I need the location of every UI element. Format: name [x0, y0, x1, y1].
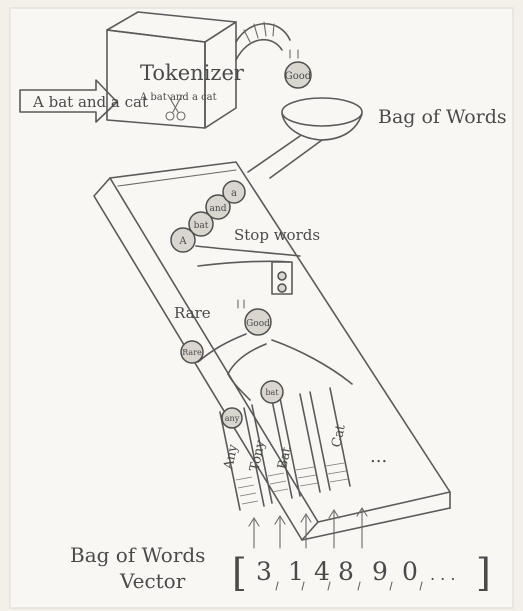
- token-bat-label: bat: [194, 221, 209, 231]
- vector-label-line1: Bag of Words: [70, 543, 205, 567]
- token-a-label: A: [178, 236, 187, 247]
- bag-of-words-label: Bag of Words: [378, 106, 507, 128]
- slot-ball-bat-label: bat: [265, 388, 279, 397]
- output-text-faint: A bat and a cat: [139, 92, 217, 103]
- vector-value-0: 3: [256, 557, 272, 586]
- vector-open-bracket: [: [232, 551, 247, 595]
- vector-label-line2: Vector: [119, 569, 186, 593]
- vector-value-1: 1: [288, 557, 304, 586]
- vector-close-bracket: ]: [476, 551, 491, 595]
- rare-label: Rare: [174, 304, 211, 322]
- vector-trailing: . . .: [430, 565, 455, 584]
- vector-value-4: 9: [372, 557, 388, 586]
- slots-ellipsis: ...: [370, 446, 387, 467]
- stop-words-label: Stop words: [234, 226, 320, 244]
- token-good-top-label: Good: [285, 71, 312, 82]
- vector-value-2: 4: [314, 557, 330, 586]
- input-text: A bat and a cat: [32, 93, 148, 111]
- token-and-label: and: [210, 204, 227, 214]
- token-good-mid-label: Good: [246, 319, 270, 329]
- vector-value-5: 0: [402, 557, 418, 586]
- tokenizer-label: Tokenizer: [140, 61, 245, 85]
- token-rare-label: Rare: [182, 348, 202, 357]
- vector-value-3: 8: [338, 557, 354, 586]
- slot-ball-any-label: any: [225, 414, 240, 423]
- token-a2-label: a: [231, 188, 237, 199]
